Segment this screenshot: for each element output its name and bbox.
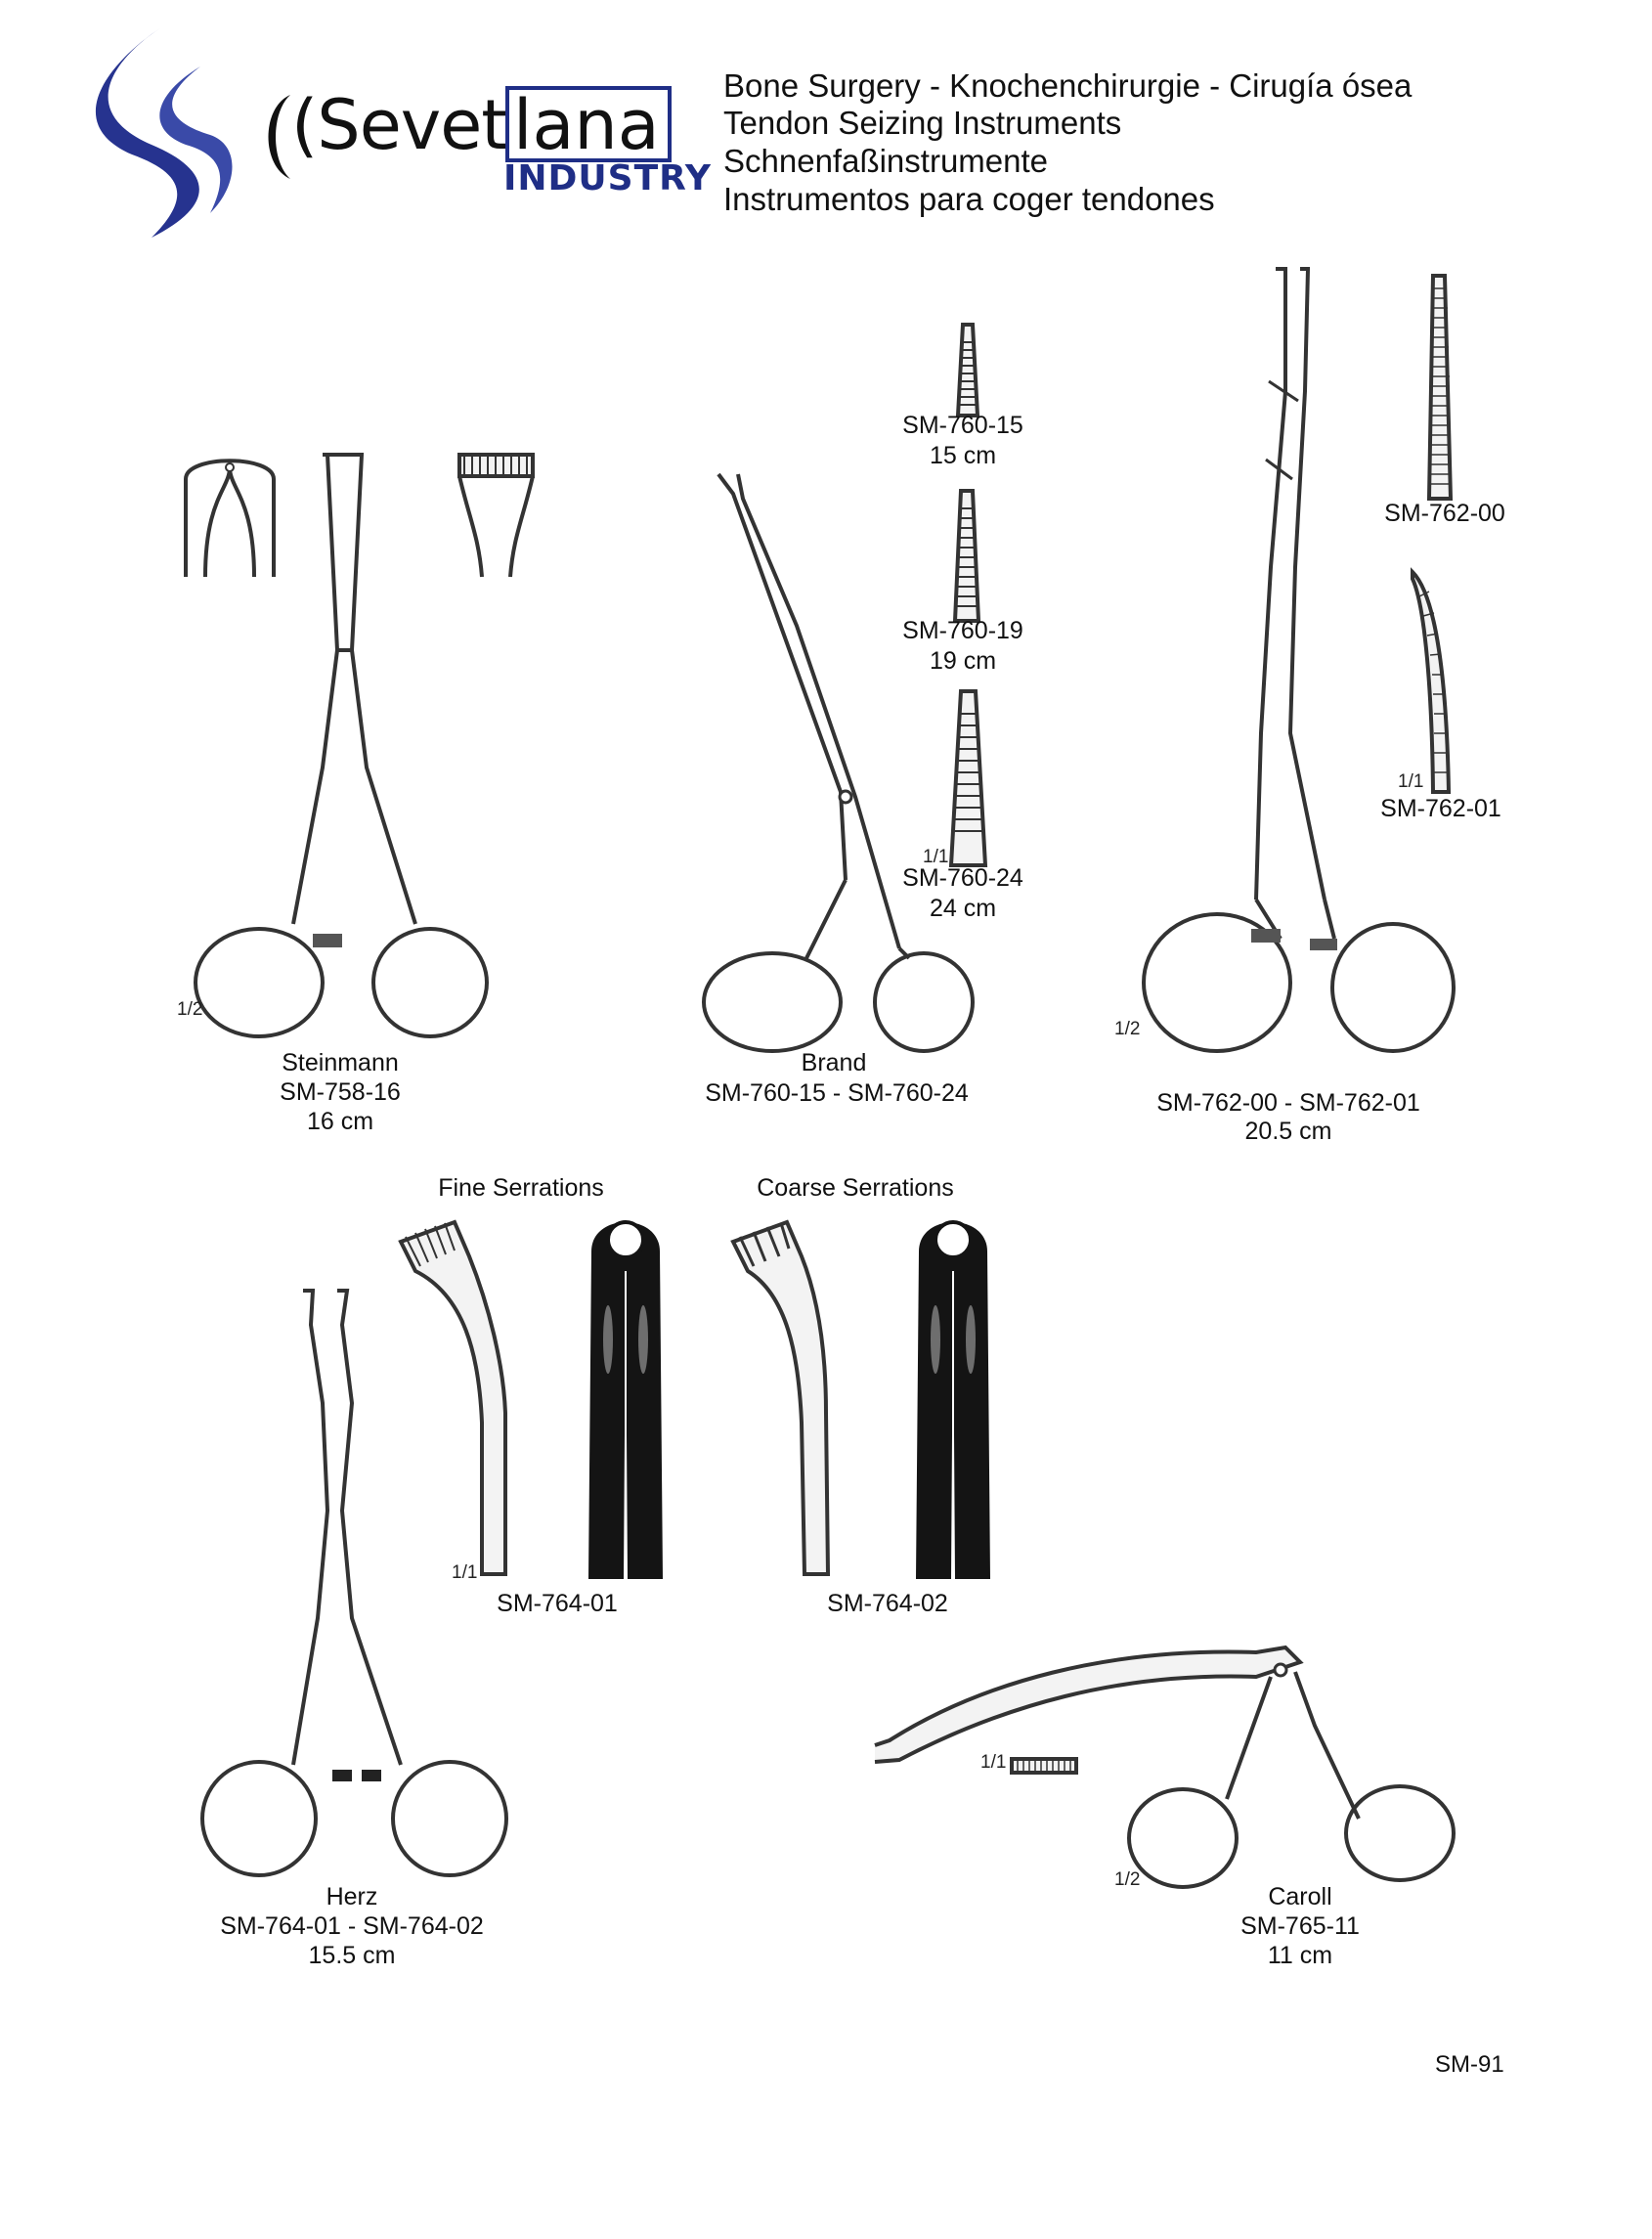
fine-code: SM-764-01: [497, 1590, 618, 1617]
coarse-code: SM-764-02: [827, 1590, 948, 1617]
fine-serrations-title: Fine Serrations: [438, 1174, 604, 1202]
header-line-3: Schnenfaßinstrumente: [723, 143, 1049, 179]
sm762-forceps-icon: [1142, 267, 1456, 1053]
sm762-00-code: SM-762-00: [1384, 500, 1505, 527]
logo-swirl-icon: [95, 27, 233, 238]
brand-tip-scale: 1/1: [923, 847, 949, 867]
brand-forceps-icon: [702, 472, 975, 1053]
steinmann-scale: 1/2: [177, 999, 203, 1020]
steinmann-forceps-icon: [194, 453, 489, 1038]
fine-serration-profile-icon: [398, 1219, 507, 1576]
header-line-4: Instrumentos para coger tendones: [723, 181, 1215, 217]
logo-crescent-icon: [268, 95, 290, 179]
steinmann-serration-detail-icon: [457, 453, 535, 578]
logo-name-left: (Sevet: [291, 85, 508, 165]
brand-variant-19-code: SM-760-19: [902, 617, 1023, 644]
brand-variant-24-code: SM-760-24: [902, 864, 1023, 892]
coarse-serration-profile-icon: [730, 1219, 831, 1576]
sm762-codes: SM-762-00 - SM-762-01: [1156, 1089, 1420, 1117]
brand-variant-24-size: 24 cm: [929, 895, 997, 922]
logo-industry: INDUSTRY: [503, 158, 712, 198]
brand-tip-24-icon: [948, 689, 988, 867]
logo-name: (Sevet: [291, 85, 508, 165]
sm762-01-tip-icon: [1411, 567, 1452, 794]
caroll-forceps-icon: [874, 1645, 1456, 1889]
brand-tip-19-icon: [952, 489, 981, 623]
coarse-serrations-title: Coarse Serrations: [757, 1174, 954, 1202]
header-line-1: Bone Surgery - Knochenchirurgie - Cirugí…: [723, 67, 1413, 104]
fine-scale: 1/1: [452, 1562, 478, 1583]
header-line-2: Tendon Seizing Instruments: [723, 105, 1122, 141]
caroll-tip-scale: 1/1: [980, 1752, 1007, 1773]
brand-tip-15-icon: [955, 323, 980, 417]
fine-jaw-dark-icon: [588, 1220, 663, 1579]
sm762-00-tip-icon: [1426, 274, 1454, 501]
herz-size: 15.5 cm: [308, 1942, 396, 1969]
coarse-jaw-dark-icon: [916, 1220, 990, 1579]
steinmann-size: 16 cm: [306, 1108, 374, 1135]
herz-codes: SM-764-01 - SM-764-02: [220, 1912, 484, 1940]
brand-variant-15-size: 15 cm: [929, 442, 997, 469]
brand-variant-15-code: SM-760-15: [902, 412, 1023, 439]
brand-codes: SM-760-15 - SM-760-24: [705, 1079, 969, 1107]
herz-forceps-icon: [200, 1289, 508, 1877]
herz-name: Herz: [326, 1883, 378, 1910]
steinmann-name: Steinmann: [282, 1049, 399, 1076]
brand-variant-19-size: 19 cm: [929, 647, 997, 675]
steinmann-jaw-detail-icon: [184, 459, 276, 578]
sm762-tip-scale: 1/1: [1398, 771, 1424, 792]
page-number: SM-91: [1435, 2051, 1504, 2078]
brand-name: Brand: [801, 1049, 867, 1076]
logo-name-box-text: lana: [513, 85, 660, 165]
caroll-name: Caroll: [1268, 1883, 1332, 1910]
caroll-size: 11 cm: [1267, 1942, 1333, 1969]
steinmann-code: SM-758-16: [280, 1078, 401, 1106]
sm762-size: 20.5 cm: [1244, 1118, 1332, 1145]
caroll-scale: 1/2: [1114, 1869, 1141, 1890]
sm762-scale: 1/2: [1114, 1019, 1141, 1039]
caroll-code: SM-765-11: [1240, 1912, 1360, 1940]
caroll-tip-icon: [1010, 1757, 1078, 1775]
logo-name-box: lana: [505, 85, 672, 165]
sm762-01-code: SM-762-01: [1380, 795, 1501, 822]
